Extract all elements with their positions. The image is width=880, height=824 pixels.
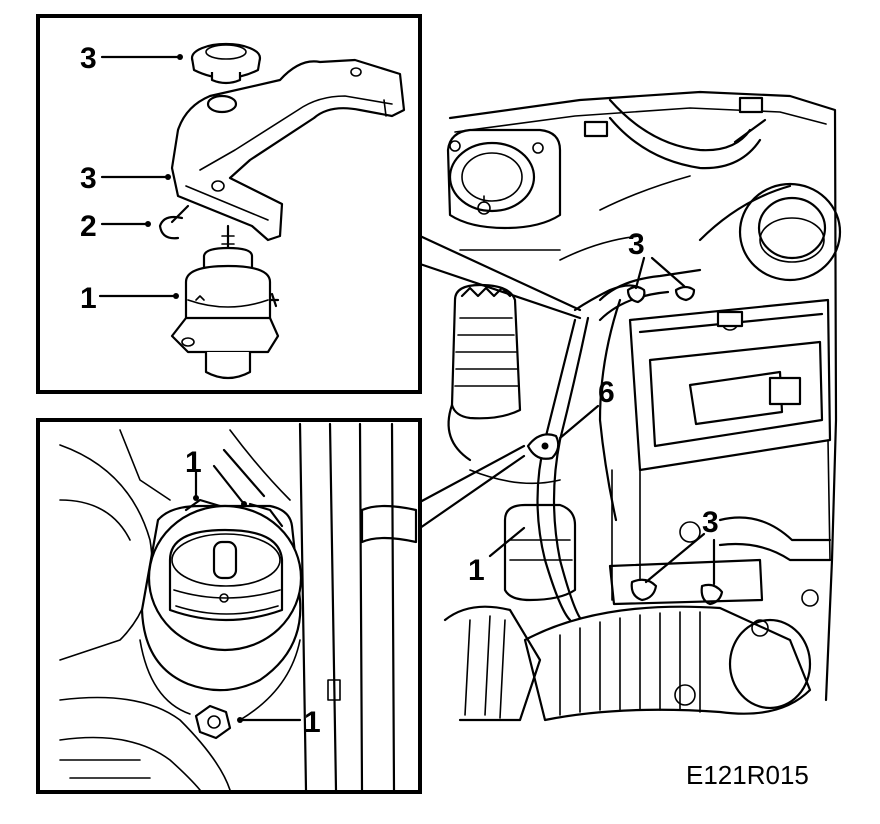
callout-upper-bolts: 1	[185, 446, 202, 479]
callout-cap: 3	[80, 42, 97, 75]
engine-mount-part	[170, 224, 280, 380]
mount-cap-part	[190, 42, 262, 85]
mount-bracket-part	[170, 58, 406, 242]
callout-cable-clip: 6	[598, 376, 615, 409]
suspension-spring	[447, 283, 522, 462]
mount-installed	[139, 498, 303, 740]
callout-lower-fasteners: 3	[702, 506, 719, 539]
figure-reference: E121R015	[686, 760, 809, 790]
intake-hose	[443, 589, 819, 722]
engine-bay-view	[443, 90, 842, 722]
zoom-lines	[418, 234, 582, 530]
clip-part	[158, 204, 190, 240]
callout-upper-fasteners: 3	[628, 228, 645, 261]
callout-bracket: 3	[80, 162, 97, 195]
engine-mount-main	[503, 503, 577, 602]
callout-clip: 2	[80, 210, 97, 243]
reservoir-cap	[698, 182, 842, 282]
callout-lower-bolt: 1	[304, 706, 321, 739]
callout-engine-mount: 1	[468, 554, 485, 587]
strut-tower-left	[446, 128, 562, 230]
main-leaders	[488, 256, 716, 586]
callout-mount: 1	[80, 282, 97, 315]
detail-bottom-panel	[36, 418, 422, 794]
detail-top-panel	[36, 14, 422, 394]
